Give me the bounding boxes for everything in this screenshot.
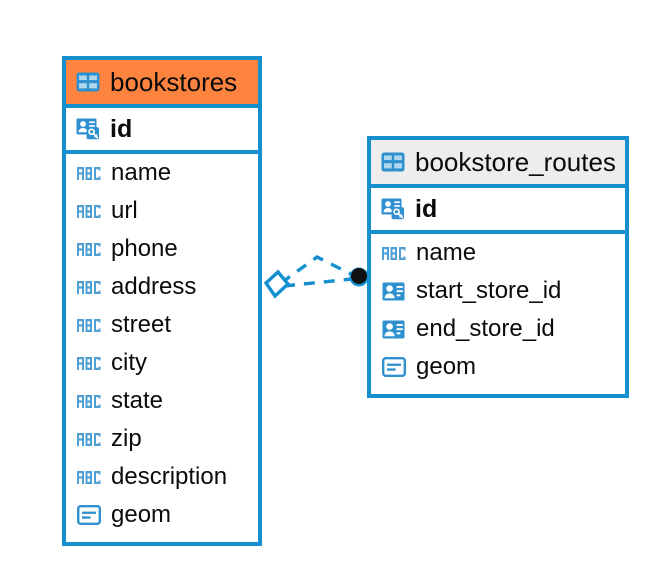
column-name-id: id — [415, 194, 438, 223]
column-row-name[interactable]: name — [66, 154, 258, 192]
abc-text-icon — [76, 388, 102, 414]
foreign-key-icon — [381, 278, 407, 304]
column-row-end-store-id[interactable]: end_store_id — [371, 310, 625, 348]
column-name-label: state — [111, 387, 164, 414]
column-row-url[interactable]: url — [66, 192, 258, 230]
entity-bookstores[interactable]: bookstores id — [62, 56, 262, 546]
column-row-city[interactable]: city — [66, 344, 258, 382]
column-row-state[interactable]: state — [66, 382, 258, 420]
entity-bookstores-title: bookstores — [110, 67, 238, 97]
entity-bookstore-routes-title: bookstore_routes — [415, 147, 616, 177]
entity-bookstore-routes-columns: name start_store_id — [371, 234, 625, 386]
abc-text-icon — [76, 274, 102, 300]
entity-bookstores-columns: name url — [66, 154, 258, 534]
foreign-key-icon — [381, 316, 407, 342]
abc-text-icon — [76, 350, 102, 376]
column-row-geom[interactable]: geom — [371, 348, 625, 386]
column-name-label: description — [111, 463, 228, 490]
table-icon — [75, 69, 101, 95]
column-row-zip[interactable]: zip — [66, 420, 258, 458]
column-name-label: geom — [111, 501, 172, 528]
column-row-description[interactable]: description — [66, 458, 258, 496]
column-name-label: city — [111, 349, 147, 376]
column-name-label: url — [111, 197, 138, 224]
column-row-address[interactable]: address — [66, 268, 258, 306]
abc-text-icon — [76, 312, 102, 338]
table-icon — [380, 149, 406, 175]
relationship-line-upper — [280, 255, 356, 285]
entity-bookstore-routes-header[interactable]: bookstore_routes — [371, 140, 625, 188]
column-row-street[interactable]: street — [66, 306, 258, 344]
column-name-label: phone — [111, 235, 178, 262]
column-row-id[interactable]: id — [371, 188, 625, 234]
entity-bookstores-header[interactable]: bookstores — [66, 60, 258, 108]
column-row-id[interactable]: id — [66, 108, 258, 154]
column-name-label: name — [111, 159, 172, 186]
geometry-icon — [381, 354, 407, 380]
filled-circle-marker — [349, 267, 369, 287]
column-row-start-store-id[interactable]: start_store_id — [371, 272, 625, 310]
abc-text-icon — [76, 426, 102, 452]
abc-text-icon — [381, 240, 407, 266]
column-name-label: name — [416, 239, 477, 266]
column-name-label: street — [111, 311, 172, 338]
column-name-label: address — [111, 273, 197, 300]
column-name-id: id — [110, 114, 133, 143]
primary-key-icon — [380, 196, 406, 222]
primary-key-icon — [75, 116, 101, 142]
rhombus-marker — [263, 269, 291, 299]
column-row-name[interactable]: name — [371, 234, 625, 272]
abc-text-icon — [76, 464, 102, 490]
abc-text-icon — [76, 160, 102, 186]
abc-text-icon — [76, 236, 102, 262]
entity-bookstore-routes[interactable]: bookstore_routes id — [367, 136, 629, 398]
column-row-geom[interactable]: geom — [66, 496, 258, 534]
relationship-line-lower — [283, 277, 353, 288]
column-name-label: geom — [416, 353, 477, 380]
geometry-icon — [76, 502, 102, 528]
column-name-label: start_store_id — [416, 277, 562, 304]
abc-text-icon — [76, 198, 102, 224]
column-name-label: end_store_id — [416, 315, 555, 342]
column-row-phone[interactable]: phone — [66, 230, 258, 268]
column-name-label: zip — [111, 425, 142, 452]
